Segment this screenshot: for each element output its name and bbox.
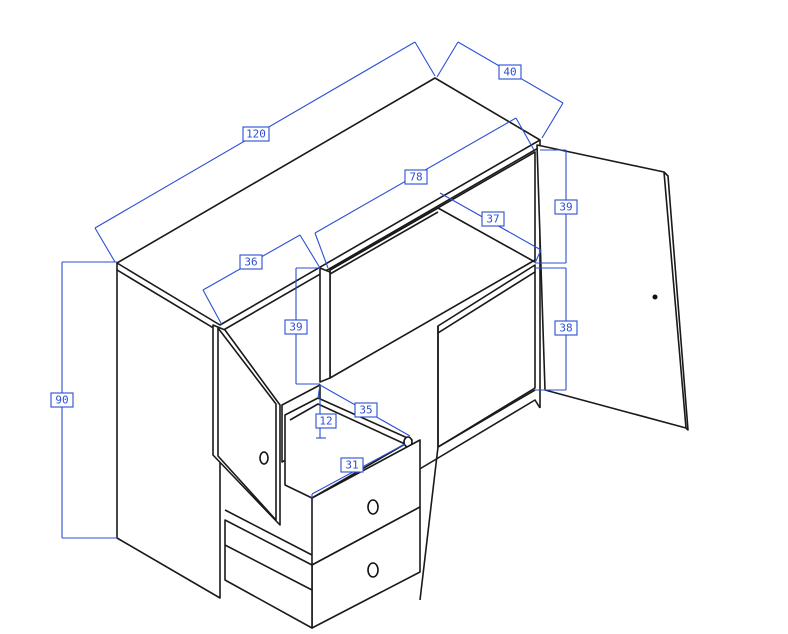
right-door	[536, 144, 687, 429]
dim-37-ext	[534, 249, 542, 264]
dim-38-text: 38	[559, 322, 572, 335]
middle-divider	[319, 267, 331, 383]
dim-label-39-left: 39	[284, 319, 308, 335]
dim-120-text: 120	[246, 128, 266, 141]
lower-drawer-rail	[224, 509, 313, 556]
dim-31-text: 31	[345, 459, 358, 472]
door-knob-icon	[652, 294, 658, 300]
dim-12-text: 12	[319, 415, 332, 428]
dim-78-ext1	[314, 232, 329, 269]
dim-label-38: 38	[554, 320, 578, 336]
lower-drawer-rail-2	[224, 544, 313, 591]
dim-36-ext1	[202, 289, 223, 326]
left-door-face	[217, 327, 277, 521]
dim-label-90: 90	[50, 392, 74, 408]
dim-120-ext1	[94, 227, 116, 263]
drawer-knob-icon	[367, 562, 379, 578]
upper-drawer-inner	[289, 403, 406, 445]
dim-label-36: 36	[239, 254, 263, 270]
dim-40-text: 40	[503, 66, 516, 79]
dim-36-ext2	[299, 234, 321, 269]
dim-label-37: 37	[481, 211, 505, 227]
dim-label-12: 12	[315, 413, 337, 429]
right-door-thickness	[663, 171, 689, 431]
door-knob-icon	[259, 451, 269, 465]
dim-40-ext1	[436, 41, 459, 78]
dim-36-text: 36	[244, 256, 257, 269]
dim-label-35: 35	[354, 402, 378, 418]
lower-drawer-body	[224, 519, 313, 629]
bottom-plinth	[417, 399, 541, 471]
drawer-knob-icon	[367, 499, 379, 515]
dim-90-text: 90	[55, 394, 68, 407]
dim-78-text: 78	[409, 171, 422, 184]
dim-35-text: 35	[359, 404, 372, 417]
upper-shelf-line	[329, 207, 536, 271]
dim-label-31: 31	[340, 457, 364, 473]
dim-label-120: 120	[242, 126, 270, 142]
dim-39r-text: 39	[559, 201, 572, 214]
left-side-panel	[116, 269, 221, 599]
dim-35-ext	[317, 384, 321, 399]
dim-label-40: 40	[498, 64, 522, 80]
dim-label-39-right: 39	[554, 199, 578, 215]
upper-shelf-front	[329, 211, 439, 275]
dim-39l-text: 39	[289, 321, 302, 334]
dim-120-ext2	[414, 41, 436, 77]
dim-label-78: 78	[404, 169, 428, 185]
dim-40-ext2	[541, 102, 564, 139]
dim-37-text: 37	[486, 213, 499, 226]
dim-78-ext2	[515, 117, 535, 151]
bottom-plinth-inner	[437, 389, 536, 448]
